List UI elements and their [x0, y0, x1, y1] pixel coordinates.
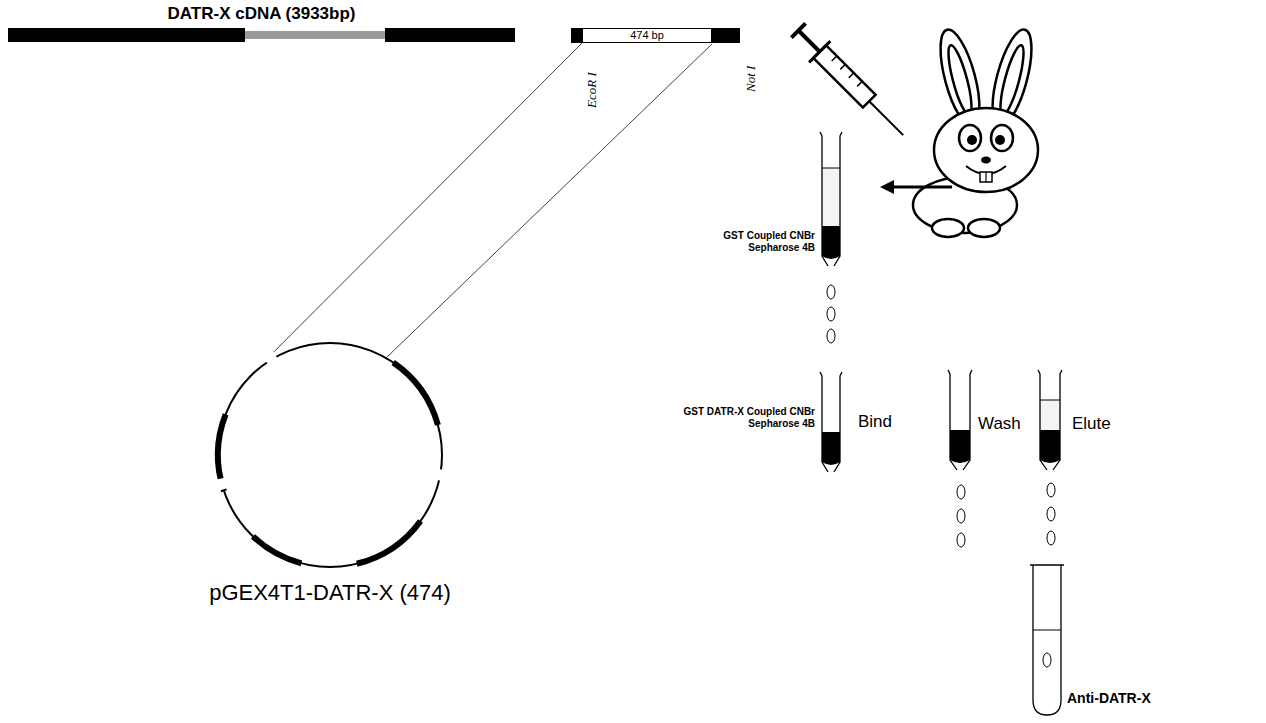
liquid-surface — [822, 168, 840, 169]
chromatography-column — [820, 132, 842, 266]
column-liquid — [1040, 400, 1060, 430]
syringe-icon — [788, 20, 914, 146]
gst-column: GST Coupled CNBr Sepharose 4B — [700, 128, 860, 270]
plasmid-feature — [356, 519, 423, 567]
column-label: GST Coupled CNBr Sepharose 4B — [702, 230, 815, 254]
insert-size: 474 bp — [583, 29, 711, 42]
plasmid-gap — [432, 469, 448, 483]
drop — [827, 307, 835, 321]
step-label: Elute — [1072, 414, 1124, 434]
column-wall — [820, 372, 842, 472]
plasmid-ring — [214, 343, 448, 567]
plasmid-name: pGEX4T1-DATR-X (474) — [180, 580, 480, 606]
drop — [1047, 483, 1055, 497]
syringe-tick — [840, 64, 845, 69]
syringe-flange — [809, 41, 830, 62]
rabbit-nose — [981, 157, 991, 164]
plasmid-feature — [251, 534, 302, 566]
drop — [957, 533, 965, 547]
rabbit-teeth — [980, 172, 992, 182]
drop — [957, 485, 965, 499]
cloning-line — [272, 43, 582, 354]
drop — [1047, 531, 1055, 545]
plasmid-gap — [214, 477, 230, 491]
elute-column: Elute — [1035, 366, 1125, 474]
liquid-surface — [1040, 400, 1060, 401]
resin-bed — [822, 226, 840, 259]
plasmid-feature — [392, 360, 441, 426]
intron-region — [245, 31, 385, 39]
rabbit-foot — [932, 219, 964, 237]
column-label: GST DATR-X Coupled CNBr Sepharose 4B — [680, 406, 815, 430]
node-shape — [180, 335, 480, 610]
resin-bed — [822, 432, 840, 465]
restriction-site: EcoR I — [584, 72, 599, 108]
flow-arrow — [890, 186, 952, 189]
exon-block — [8, 28, 245, 42]
chromatography-column — [948, 370, 972, 470]
step-label: Bind — [858, 412, 908, 432]
tube — [1030, 565, 1064, 715]
syringe-plunger — [799, 31, 820, 52]
tube-rim — [1030, 564, 1064, 565]
rabbit-teeth-gap — [985, 172, 986, 182]
rabbit-ear-inner — [996, 43, 1028, 116]
resin-bed — [950, 430, 970, 463]
plasmid-map: pGEX4T1-DATR-X (474) — [180, 335, 480, 610]
drop — [827, 285, 835, 299]
rabbit-pupil — [967, 135, 977, 145]
restriction-site: Not I — [743, 66, 758, 92]
drop — [957, 509, 965, 523]
step-label: Wash — [978, 414, 1024, 434]
exon-block — [385, 28, 515, 42]
rabbit-pupil — [995, 135, 1005, 145]
rabbit-eye — [959, 125, 981, 151]
exon-block — [571, 28, 582, 43]
syringe-tick — [857, 81, 862, 86]
rabbit-head — [934, 108, 1038, 192]
drop — [1043, 653, 1051, 667]
syringe-tick — [849, 73, 854, 78]
insert-box: 474 bp — [582, 28, 712, 43]
chromatography-column — [1038, 370, 1062, 470]
wash-column: Wash — [945, 366, 1025, 474]
cdna-bar — [8, 28, 740, 43]
rabbit-ear-inner — [944, 43, 976, 116]
syringe-barrel — [813, 45, 875, 107]
flow-arrowhead — [880, 180, 894, 194]
column-liquid — [822, 168, 840, 226]
chromatography-column — [820, 372, 842, 472]
plasmid-backbone — [218, 343, 442, 567]
drop — [1047, 507, 1055, 521]
rabbit-foot — [968, 219, 1000, 237]
rabbit-icon — [913, 26, 1039, 237]
antibody-label: Anti-DATR-X — [1067, 690, 1183, 707]
column-wall — [948, 370, 972, 470]
exon-block — [712, 28, 740, 43]
resin-bed — [1040, 430, 1060, 463]
column-wall — [820, 132, 842, 266]
syringe-plunger-cap — [791, 23, 805, 37]
figure-title: DATR-X cDNA (3933bp) — [8, 4, 515, 24]
tube-wall — [1033, 565, 1061, 715]
collection-tube: Anti-DATR-X — [1025, 560, 1185, 720]
rabbit-eye — [991, 125, 1013, 151]
syringe-tick — [832, 56, 837, 61]
column-wall — [1038, 370, 1062, 470]
cloning-line — [386, 44, 712, 358]
plasmid-gap — [263, 351, 280, 369]
syringe-needle — [869, 101, 903, 135]
tube-liquid — [1033, 630, 1061, 631]
drop — [827, 329, 835, 343]
affinity-column: GST DATR-X Coupled CNBr Sepharose 4B Bind — [680, 368, 910, 476]
